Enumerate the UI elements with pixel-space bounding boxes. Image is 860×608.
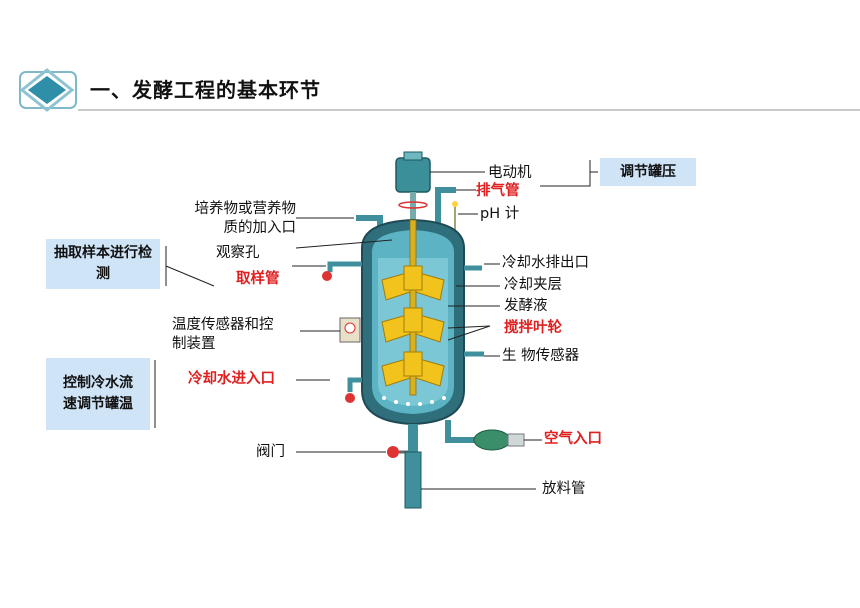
label-impeller: 搅拌叶轮	[504, 320, 562, 336]
label-motor: 电动机	[488, 165, 532, 181]
label-biosensor: 生 物传感器	[502, 348, 580, 364]
label-temp-sensor: 温度传感器和控制装置	[172, 317, 274, 352]
leader-lines	[154, 160, 598, 490]
header-divider	[78, 109, 860, 111]
label-coolant-inlet: 冷却水进入口	[188, 371, 275, 387]
box-adjust-pressure: 调节罐压	[600, 158, 696, 186]
label-ph-meter: pH 计	[480, 206, 520, 222]
motor-icon	[395, 157, 431, 193]
box-sampling-test: 抽取样本进行检测	[46, 239, 160, 289]
label-coolant-outlet: 冷却水排出口	[502, 255, 589, 271]
label-feed-inlet: 培养物或营养物质的加入口	[194, 201, 297, 236]
label-valve: 阀门	[256, 444, 285, 460]
label-air-inlet: 空气入口	[544, 431, 602, 447]
label-sampling-pipe: 取样管	[236, 271, 280, 287]
impeller-blades	[381, 265, 445, 387]
diamond-logo-icon	[19, 68, 77, 112]
label-broth: 发酵液	[504, 298, 548, 314]
label-cooling-jacket: 冷却夹层	[504, 277, 562, 293]
box-temperature-control: 控制冷水流速调节罐温	[46, 358, 150, 430]
label-discharge-pipe: 放料管	[542, 481, 586, 497]
label-exhaust-pipe: 排气管	[476, 183, 520, 199]
label-sight-glass: 观察孔	[216, 245, 260, 261]
fermenter-illustration	[322, 151, 525, 509]
page-title: 一、发酵工程的基本环节	[90, 78, 321, 102]
